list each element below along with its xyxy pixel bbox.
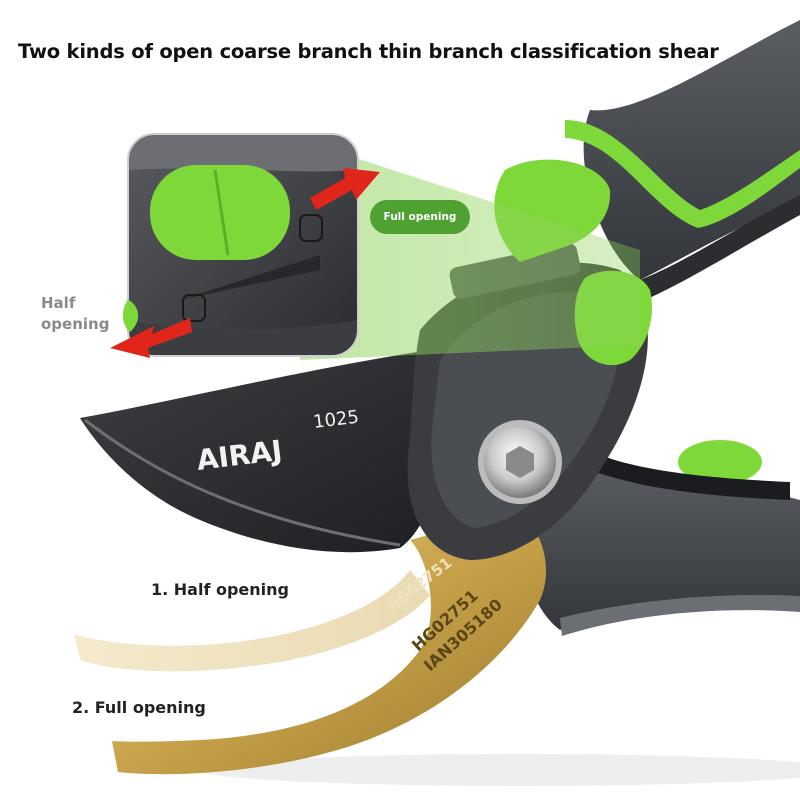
pivot-bolt [478, 420, 562, 504]
full-opening-tag: Full opening [370, 200, 470, 234]
leaf-icon [122, 300, 139, 332]
zoom-callout [128, 134, 358, 356]
half-opening-side-line-2: opening [41, 315, 110, 333]
anvil-blade [112, 510, 547, 775]
lower-handle [522, 440, 800, 636]
arrow-left-icon [110, 318, 192, 358]
step-half-opening: 1. Half opening [151, 580, 289, 599]
half-opening-side-label: Half opening [41, 293, 109, 335]
step-full-opening: 2. Full opening [72, 698, 206, 717]
upper-blade [80, 350, 449, 553]
arrow-right-icon [310, 168, 380, 210]
zoom-beam [300, 140, 640, 360]
half-opening-side-line-1: Half [41, 294, 76, 312]
ghost-blade-half-open [74, 570, 430, 672]
upper-handle [565, 20, 800, 300]
page-title: Two kinds of open coarse branch thin bra… [18, 40, 719, 63]
